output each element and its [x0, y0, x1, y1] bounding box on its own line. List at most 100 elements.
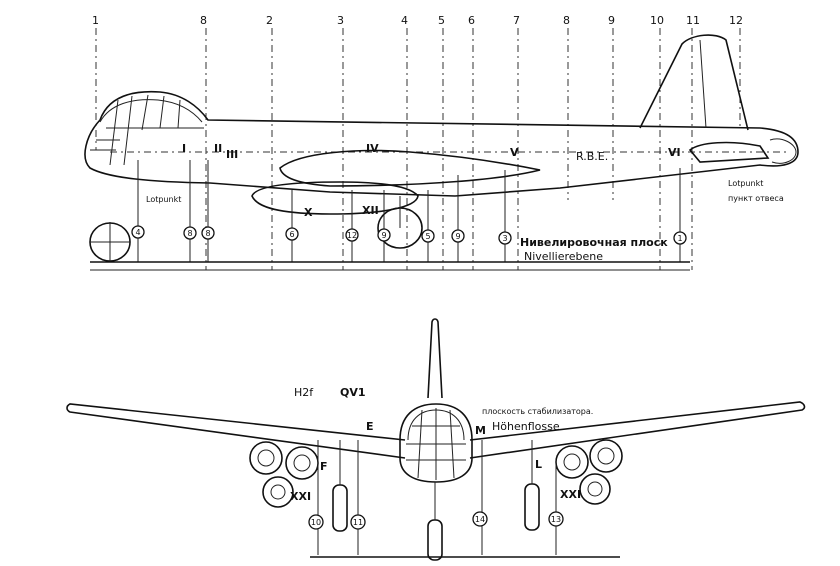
frame-number: 9 [608, 14, 615, 27]
side-view: 1 8 2 3 4 5 6 7 8 9 10 11 12 [84, 14, 799, 271]
point-label: VI [668, 146, 681, 159]
stabilizer-ru-label: плоскость стабилизатора. [482, 407, 593, 416]
xxi-left-label: XXI [290, 490, 311, 503]
marker-circle [472, 511, 488, 527]
marker-label: 1 [677, 234, 682, 243]
marker-label: 14 [475, 515, 485, 524]
frame-number: 7 [513, 14, 520, 27]
m-label: M [475, 424, 486, 437]
marker-circle [183, 226, 197, 240]
marker-label: 4 [135, 228, 140, 237]
e-label: E [366, 420, 374, 433]
measurement-points: I II III IV V VI X XII [182, 142, 681, 219]
marker-circle [498, 231, 512, 245]
xxi-right-label: XXI [560, 488, 581, 501]
frame-number: 1 [92, 14, 99, 27]
l-label: L [535, 458, 542, 471]
lotpunkt-label: Lotpunkt [728, 179, 763, 188]
engine-nacelle [579, 473, 611, 505]
marker-circle [548, 511, 564, 527]
h2f-label: H2f [294, 386, 314, 399]
f-label: F [320, 460, 328, 473]
point-label: IV [366, 142, 379, 155]
frame-numbers: 1 8 2 3 4 5 6 7 8 9 10 11 12 [92, 14, 743, 27]
point-label: X [304, 206, 313, 219]
nose-gear-wheel [427, 519, 443, 561]
fuselage-outline [84, 90, 799, 197]
marker-label: 9 [381, 231, 386, 240]
marker-circle [345, 228, 359, 242]
frame-number: 10 [650, 14, 664, 27]
engine-nacelle [285, 446, 319, 480]
front-vertical-fin [427, 318, 443, 399]
marker-circle [451, 229, 465, 243]
engine-intake [270, 484, 286, 500]
marker-circle [421, 229, 435, 243]
main-gear-wheel-right [524, 483, 540, 531]
engine-nacelle [249, 441, 283, 475]
engine-nacelle [262, 476, 294, 508]
vertical-tail-fin [639, 34, 749, 131]
frame-number: 3 [337, 14, 344, 27]
point-label: I [182, 142, 186, 155]
marker-circle [377, 228, 391, 242]
level-plane-de-label: Nivellierebene [524, 250, 603, 263]
level-plane-ru-label: Нивелировочная плоск [520, 236, 668, 249]
marker-circle [201, 226, 215, 240]
lotpunkt-ru-label: пункт отвеса [728, 194, 784, 203]
frame-station-lines [95, 28, 741, 270]
tail-cone [769, 138, 797, 164]
main-gear-wheel-left [332, 484, 348, 532]
frame-number: 12 [729, 14, 743, 27]
marker-label: 8 [205, 229, 210, 238]
marker-circle [131, 225, 145, 239]
frame-number: 8 [563, 14, 570, 27]
marker-label: 11 [353, 518, 363, 527]
wing-root-fairing [279, 149, 541, 187]
qv1-label: QV1 [340, 386, 366, 399]
right-wing [469, 401, 806, 459]
horizontal-tailplane [688, 141, 770, 163]
engine-nacelle [555, 445, 589, 479]
left-wing [66, 403, 406, 459]
engine-intake [293, 454, 311, 472]
frame-number: 2 [266, 14, 273, 27]
point-label: III [226, 148, 238, 161]
engine-intake [587, 481, 603, 497]
front-landing-gear [332, 440, 540, 561]
point-label: XII [362, 204, 379, 217]
marker-label: 6 [289, 230, 294, 239]
marker-circle [673, 231, 687, 245]
fin-rudder-line [699, 39, 707, 129]
marker-label: 5 [425, 232, 430, 241]
stabilizer-de-label: Höhenflosse [492, 420, 560, 433]
frame-number: 5 [438, 14, 445, 27]
front-fuselage [399, 403, 473, 483]
marker-label: 12 [347, 231, 357, 240]
engine-intake [597, 447, 615, 465]
plumb-markers [137, 160, 681, 262]
marker-label: 10 [311, 518, 321, 527]
front-canopy-frames [406, 408, 466, 480]
engine-nacelle [589, 439, 623, 473]
reference-line-label: R.B.E. [576, 150, 608, 163]
marker-label: 8 [187, 229, 192, 238]
engine-intake [563, 453, 581, 471]
marker-label: 9 [455, 232, 460, 241]
front-plumb-lines [317, 440, 557, 555]
frame-number: 6 [468, 14, 475, 27]
point-label: II [214, 142, 222, 155]
marker-label: 13 [551, 515, 561, 524]
nose-lotpunkt-label: Lotpunkt [146, 195, 181, 204]
marker-circle [308, 514, 324, 530]
marker-label: 3 [502, 234, 507, 243]
frame-number: 4 [401, 14, 408, 27]
front-view: 10 11 14 13 H2f QV1 E F L M плоскость ст… [66, 318, 806, 561]
engine-intake [257, 449, 275, 467]
frame-number: 11 [686, 14, 700, 27]
marker-circle [285, 227, 299, 241]
front-marker-circles: 10 11 14 13 [308, 511, 564, 530]
frame-number: 8 [200, 14, 207, 27]
marker-circle [350, 514, 366, 530]
